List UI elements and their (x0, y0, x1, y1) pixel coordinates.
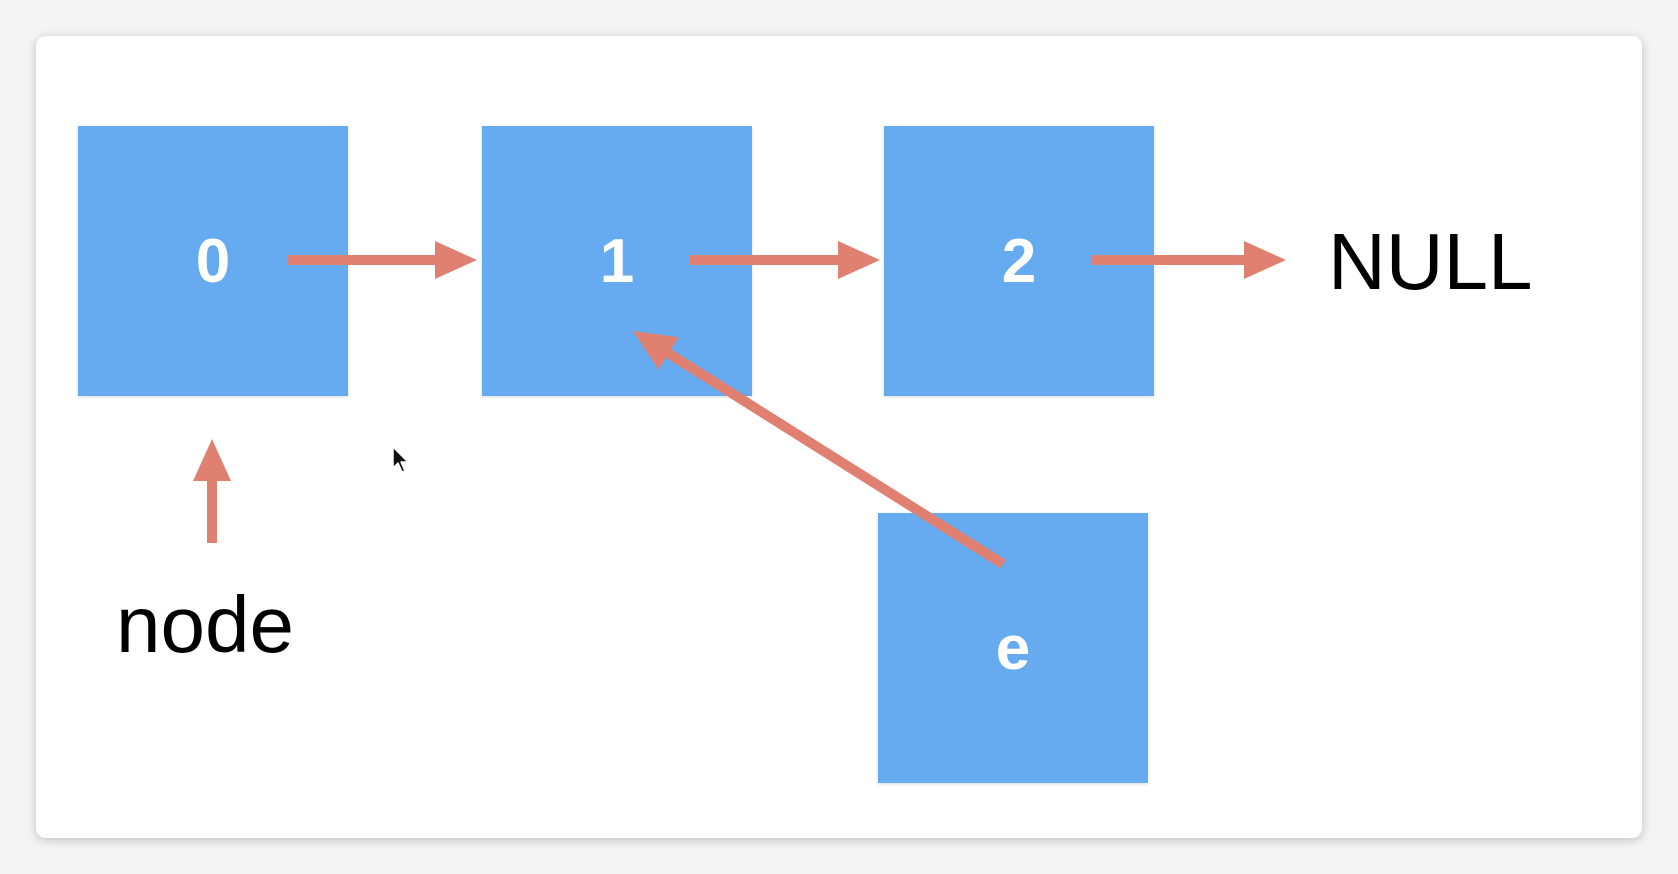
node-pointer-label: node (116, 580, 294, 669)
node-e-label: e (995, 613, 1031, 683)
mouse-pointer-icon (392, 446, 409, 473)
null-label: NULL (1328, 217, 1533, 306)
list-node-0: 0 (78, 126, 348, 396)
node-2-label: 2 (1001, 226, 1037, 296)
node-0-label: 0 (195, 226, 231, 296)
list-node-1: 1 (482, 126, 752, 396)
node-1-label: 1 (599, 226, 635, 296)
list-node-2: 2 (884, 126, 1154, 396)
new-node-e: e (878, 513, 1148, 783)
